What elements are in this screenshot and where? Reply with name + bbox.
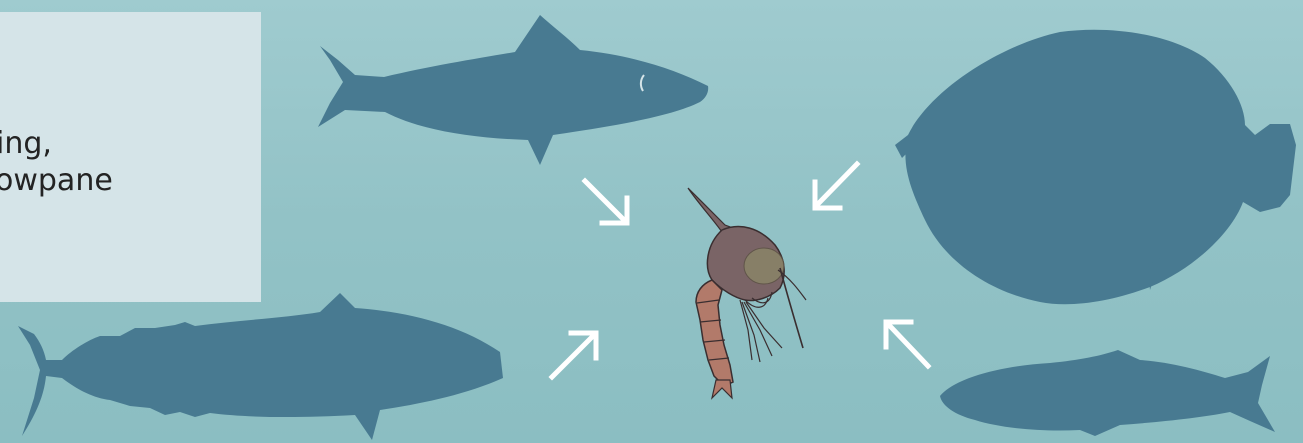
arrows-group [548, 160, 932, 381]
mackerel-body [18, 293, 503, 440]
krill-segments [696, 299, 730, 361]
sand-lance-body [940, 350, 1275, 436]
caption-line-2: owpane [0, 163, 113, 198]
krill-antenna-short [777, 269, 807, 301]
krill-abdomen [695, 279, 734, 387]
caption-line-1: ing, [0, 126, 52, 161]
flounder-body [905, 29, 1296, 305]
arrow-from-herring [581, 177, 630, 226]
mackerel-icon [18, 293, 503, 440]
flounder-fin-tip [1148, 258, 1160, 290]
sand-lance-icon [940, 350, 1275, 436]
krill-tail-fan [710, 379, 733, 400]
arrow-from-sand-lance [883, 319, 932, 370]
arrow-from-flounder [812, 160, 861, 211]
flounder-icon [895, 29, 1296, 305]
krill-rostrum [687, 187, 735, 233]
herring-gill-mark [639, 74, 645, 92]
herring-icon [318, 15, 709, 165]
krill-antenna-long [779, 267, 804, 349]
krill-gut-spot [743, 247, 785, 285]
flounder-mouth [895, 135, 910, 158]
caption-text: ing, owpane [0, 125, 261, 199]
herring-body [318, 15, 709, 165]
krill-legs [739, 291, 783, 363]
caption-panel: ing, owpane [0, 12, 261, 302]
arrow-from-mackerel [548, 330, 599, 381]
krill-icon [687, 187, 807, 400]
